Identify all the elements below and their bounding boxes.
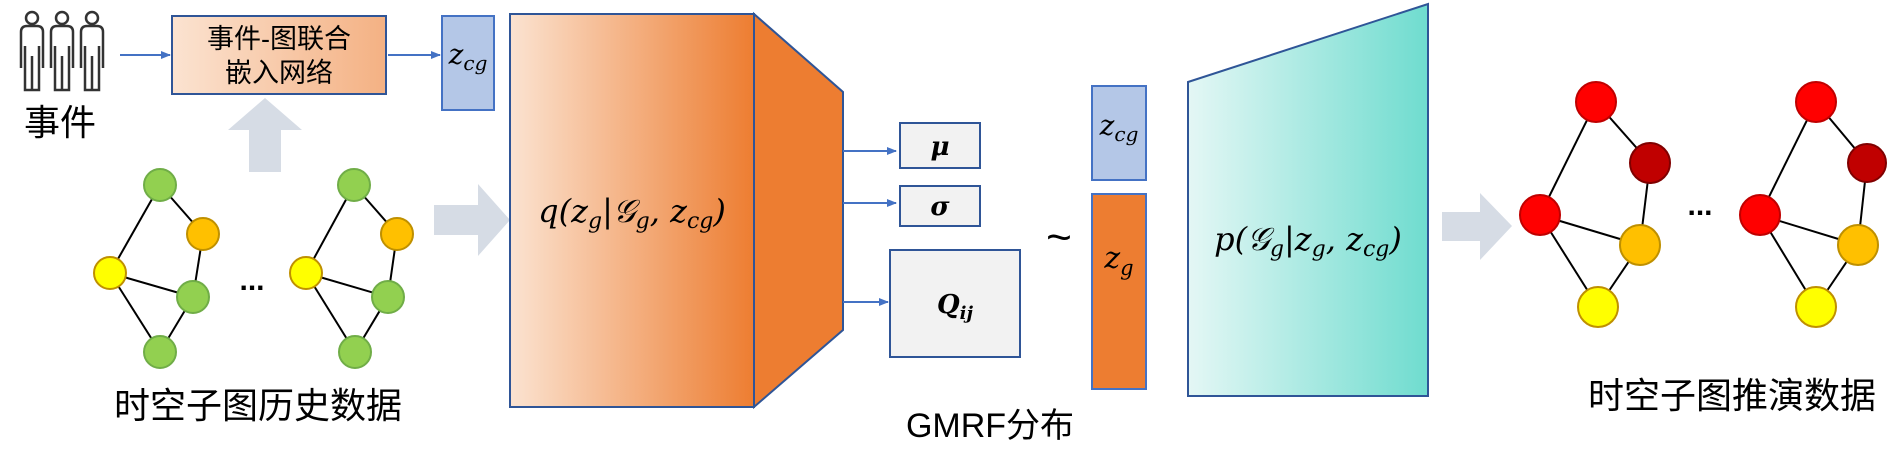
tilde-symbol: ~ — [1046, 213, 1072, 262]
embed-network-box — [171, 15, 387, 95]
decoder-shape — [1187, 2, 1429, 397]
zcg-box-top — [441, 15, 495, 111]
zg-latent-label: zg — [1103, 241, 1133, 280]
people-icon — [19, 10, 105, 92]
mu-box — [899, 122, 981, 169]
sigma-box — [899, 185, 981, 227]
embed-network-label-line2: 嵌入网络 — [225, 58, 333, 88]
events-label: 事件 — [24, 102, 96, 143]
history-graph-1 — [93, 168, 220, 369]
decoder-to-output-arrow — [1442, 193, 1512, 260]
history-label: 时空子图历史数据 — [114, 385, 402, 426]
history-ellipsis: ... — [239, 264, 264, 297]
output-graph-1 — [1519, 81, 1671, 328]
zcg-latent-label: zcg — [1099, 109, 1139, 146]
zg-latent-box — [1091, 193, 1147, 390]
encoder-label: q(zg|𝒢g, zcg) — [538, 192, 726, 234]
zcg-top-label: zcg — [448, 38, 488, 75]
history-to-embed-arrow — [228, 98, 302, 172]
encoder-box — [509, 13, 755, 408]
q-label: Qij — [937, 290, 973, 324]
q-box — [889, 249, 1021, 358]
output-graph-2 — [1739, 81, 1887, 328]
encoder-trapezoid — [753, 11, 844, 410]
zcg-latent-box — [1091, 85, 1147, 181]
history-to-encoder-arrow — [434, 184, 510, 256]
output-ellipsis: ... — [1687, 189, 1712, 222]
sigma-label: σ — [930, 192, 950, 222]
gmrf-label: GMRF分布 — [906, 407, 1074, 445]
history-graph-2 — [289, 168, 414, 369]
mu-label: μ — [930, 132, 949, 162]
output-label: 时空子图推演数据 — [1588, 375, 1876, 416]
embed-network-label-line1: 事件-图联合 — [207, 24, 351, 54]
